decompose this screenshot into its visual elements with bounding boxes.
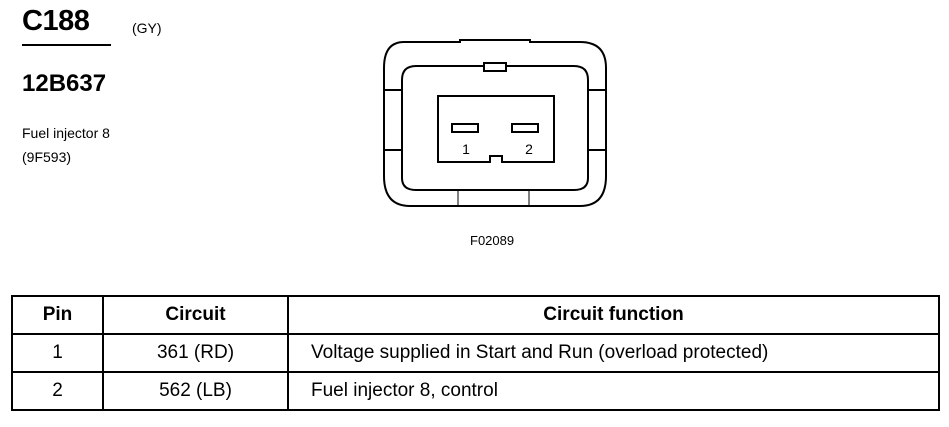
table-row: 2 562 (LB) Fuel injector 8, control bbox=[11, 371, 940, 411]
pin-1-label: 1 bbox=[462, 141, 470, 157]
component-code: (9F593) bbox=[22, 149, 72, 165]
pin-2-label: 2 bbox=[525, 141, 533, 157]
connector-side-tab-left bbox=[383, 89, 403, 151]
connector-color: (GY) bbox=[132, 20, 162, 36]
pin-cell: 2 bbox=[11, 371, 104, 411]
connector-id-underline bbox=[22, 44, 111, 46]
pin-2-terminal bbox=[511, 123, 539, 133]
component-name: Fuel injector 8 bbox=[22, 125, 110, 141]
connector-outer-shell bbox=[383, 39, 607, 207]
figure-id: F02089 bbox=[470, 233, 515, 248]
connector-pin-cavity bbox=[437, 95, 555, 163]
circuit-function-cell: Fuel injector 8, control bbox=[287, 371, 940, 411]
connector-latch-tab bbox=[483, 62, 507, 72]
header-circuit-function: Circuit function bbox=[287, 295, 940, 335]
part-number: 12B637 bbox=[22, 70, 107, 97]
circuit-function-cell: Voltage supplied in Start and Run (overl… bbox=[287, 333, 940, 373]
connector-inner-body bbox=[401, 65, 589, 191]
connector-side-tab-right bbox=[587, 89, 607, 151]
pin-table: Pin Circuit Circuit function 1 361 (RD) … bbox=[11, 295, 940, 411]
table-header-row: Pin Circuit Circuit function bbox=[11, 295, 940, 335]
circuit-cell: 361 (RD) bbox=[102, 333, 289, 373]
connector-face-diagram: 1 2 bbox=[383, 39, 607, 207]
header-pin: Pin bbox=[11, 295, 104, 335]
pin-1-terminal bbox=[451, 123, 479, 133]
circuit-cell: 562 (LB) bbox=[102, 371, 289, 411]
header-circuit: Circuit bbox=[102, 295, 289, 335]
connector-id: C188 bbox=[22, 5, 90, 37]
table-row: 1 361 (RD) Voltage supplied in Start and… bbox=[11, 333, 940, 373]
pin-cell: 1 bbox=[11, 333, 104, 373]
